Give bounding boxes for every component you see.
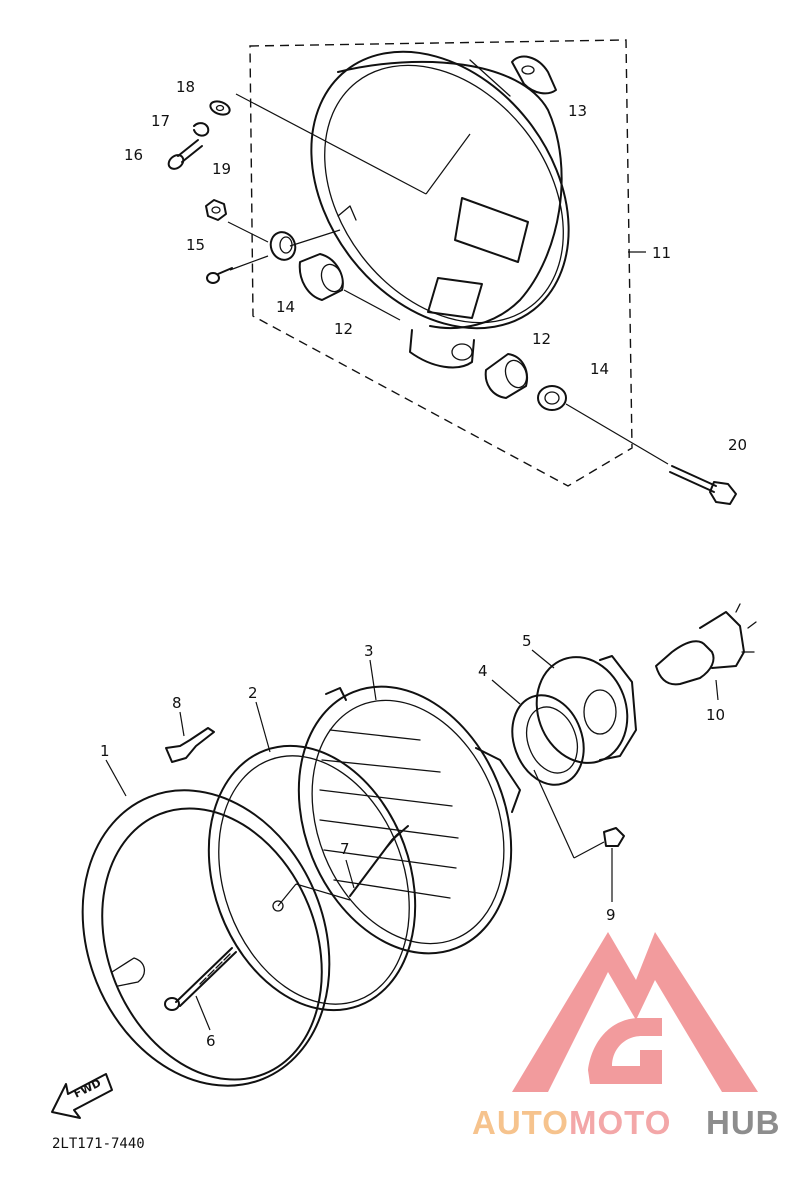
callout-14-right: 14	[590, 360, 609, 378]
callout-9: 9	[606, 906, 616, 924]
callout-2: 2	[248, 684, 258, 702]
part-7-spring	[349, 825, 409, 897]
callout-1: 1	[100, 742, 110, 760]
housing-assembly-group	[167, 39, 737, 505]
callout-6: 6	[206, 1032, 216, 1050]
callout-16: 16	[124, 146, 143, 164]
callout-5: 5	[522, 632, 532, 650]
part-13-lug	[511, 55, 557, 95]
part-14-grommet-left	[269, 231, 297, 261]
automotohub-logo: AUTO MOTO HUB	[472, 932, 781, 1141]
part-9-small-clip	[603, 827, 625, 847]
lens-assembly-group	[81, 603, 757, 1087]
callout-3: 3	[364, 642, 374, 660]
part-19-nut	[205, 199, 227, 221]
part-5-socket-cover	[535, 655, 637, 764]
part-3-lens-unit	[297, 685, 521, 955]
callout-17: 17	[151, 112, 170, 130]
headlight-housing-shell	[310, 50, 570, 369]
part-12-collar-right	[484, 353, 528, 399]
part-12-collar-left	[298, 253, 344, 301]
part-20-bolt	[669, 465, 737, 505]
callout-20: 20	[728, 436, 747, 454]
part-15-screw	[206, 267, 233, 284]
callout-10: 10	[706, 706, 725, 724]
part-14-grommet-right	[537, 385, 567, 411]
callout-12-right: 12	[532, 330, 551, 348]
callout-13: 13	[568, 102, 587, 120]
logo-word-moto: MOTO	[569, 1104, 671, 1141]
logo-word-auto: AUTO	[472, 1104, 569, 1141]
callout-18: 18	[176, 78, 195, 96]
callout-7: 7	[340, 840, 350, 858]
callout-8: 8	[172, 694, 182, 712]
callout-labels: 18 17 16 19 15 14 12 13 11 12 14 20 1 2 …	[100, 78, 747, 1050]
callout-19: 19	[212, 160, 231, 178]
diagram-part-code: 2LT171-7440	[52, 1136, 145, 1152]
part-17-spring-washer	[193, 122, 210, 137]
part-1-rim	[81, 789, 331, 1087]
part-8-clip	[165, 727, 215, 763]
part-6-adjuster-screw	[164, 947, 237, 1011]
callout-4: 4	[478, 662, 488, 680]
assembly-11-dashed-outline	[249, 39, 633, 487]
callout-14-left: 14	[276, 298, 295, 316]
leader-lines-upper	[227, 93, 669, 465]
leader-lines-lower	[105, 649, 719, 1031]
part-2-retaining-ring	[207, 744, 417, 1012]
part-16-bolt	[167, 139, 203, 170]
callout-12-left: 12	[334, 320, 353, 338]
part-18-washer	[209, 100, 231, 116]
callout-11: 11	[652, 244, 671, 262]
logo-word-hub: HUB	[706, 1104, 781, 1141]
callout-15: 15	[186, 236, 205, 254]
logo-triangle-mark	[512, 932, 758, 1092]
forward-direction-arrow: FWD	[51, 1073, 113, 1119]
part-4-socket-ring	[511, 694, 585, 786]
part-10-bulb	[655, 603, 757, 686]
